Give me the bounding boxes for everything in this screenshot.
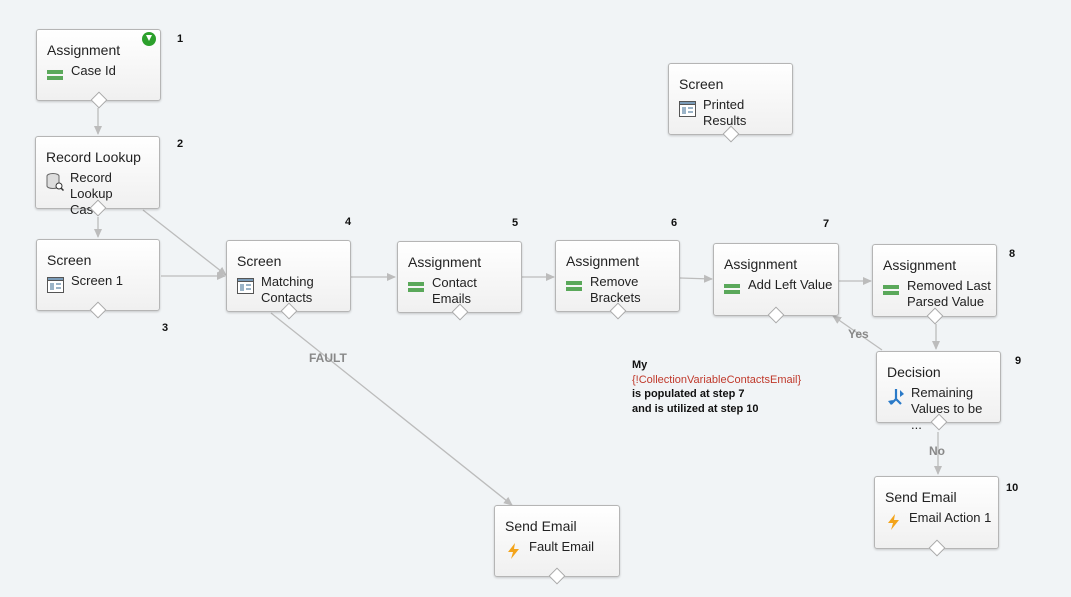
node-type-label: Assignment (724, 256, 798, 272)
step-number-7: 7 (823, 218, 830, 230)
connector-9-yes-to-7 (832, 315, 883, 351)
flow-node-send-email-email-action-1[interactable]: Send Email Email Action 1 (874, 476, 999, 557)
screen-icon (679, 100, 697, 118)
node-label: Removed Last Parsed Value (907, 278, 991, 309)
node-label: Contact Emails (432, 275, 477, 306)
assignment-icon (408, 278, 426, 296)
node-type-label: Screen (679, 76, 724, 92)
node-label: Remaining Values to be ... (911, 385, 983, 432)
annotation-line-1: My (632, 359, 648, 371)
step-number-8: 8 (1009, 248, 1016, 260)
flow-node-decision-remaining-values[interactable]: Decision Remaining Values to be ... (876, 351, 1001, 432)
flow-node-assignment-add-left-value[interactable]: Assignment Add Left Value (713, 243, 839, 324)
node-label: Matching Contacts (261, 274, 314, 305)
flow-node-assignment-remove-brackets[interactable]: Assignment Remove Brackets (555, 240, 680, 320)
annotation-note: My {!CollectionVariableContactsEmail} is… (632, 358, 801, 416)
edge-label-yes: Yes (848, 327, 869, 341)
step-number-10: 10 (1006, 482, 1019, 494)
node-type-label: Screen (47, 252, 92, 268)
assignment-icon (47, 66, 65, 84)
connector-2-to-4 (142, 209, 227, 276)
flow-node-assignment-contact-emails[interactable]: Assignment Contact Emails (397, 241, 522, 321)
flow-node-record-lookup-case[interactable]: Record Lookup Record Lookup Case (35, 136, 160, 217)
edge-label-fault: FAULT (309, 351, 347, 365)
node-label: Fault Email (529, 539, 595, 554)
node-type-label: Record Lookup (46, 149, 141, 165)
node-label: Screen 1 (71, 273, 124, 288)
edge-label-no: No (929, 444, 945, 458)
node-type-label: Screen (237, 253, 282, 269)
step-number-6: 6 (671, 217, 678, 229)
flow-node-assignment-case-id[interactable]: Assignment Case Id (36, 29, 161, 109)
node-type-label: Assignment (408, 254, 482, 270)
flow-node-screen-printed-results[interactable]: Screen Printed Results (668, 63, 793, 143)
node-label: Record Lookup Case (70, 170, 113, 217)
annotation-line-2: is populated at step 7 (632, 388, 745, 400)
start-badge-icon (142, 32, 156, 46)
flow-node-screen-matching-contacts[interactable]: Screen Matching Contacts (226, 240, 351, 320)
screen-icon (237, 277, 255, 295)
flow-node-send-email-fault-email[interactable]: Send Email Fault Email (494, 505, 620, 585)
step-number-3: 3 (162, 322, 169, 334)
connector-6-to-7 (679, 274, 713, 283)
connector-4-fault-to-email (270, 312, 513, 506)
flow-node-assignment-removed-last-parsed-value[interactable]: Assignment Removed Last Parsed Value (872, 244, 997, 325)
node-type-label: Assignment (883, 257, 957, 273)
flow-node-screen-1[interactable]: Screen Screen 1 (36, 239, 160, 319)
assignment-icon (724, 280, 742, 298)
node-label: Printed Results (703, 97, 747, 128)
annotation-line-3: and is utilized at step 10 (632, 402, 759, 415)
step-number-9: 9 (1015, 355, 1022, 367)
node-label: Email Action 1 (909, 510, 992, 525)
screen-icon (47, 276, 65, 294)
node-label: Case Id (71, 63, 116, 78)
lightning-icon (505, 542, 523, 560)
step-number-5: 5 (512, 217, 519, 229)
lightning-icon (885, 513, 903, 531)
annotation-variable: {!CollectionVariableContactsEmail} (632, 373, 802, 386)
decision-icon (887, 388, 905, 406)
node-type-label: Assignment (47, 42, 121, 58)
assignment-icon (566, 277, 584, 295)
node-type-label: Send Email (505, 518, 577, 534)
node-label: Add Left Value (748, 277, 833, 292)
step-number-2: 2 (177, 138, 184, 150)
node-type-label: Send Email (885, 489, 957, 505)
node-type-label: Decision (887, 364, 941, 380)
assignment-icon (883, 281, 901, 299)
record-lookup-icon (46, 173, 65, 192)
node-type-label: Assignment (566, 253, 640, 269)
node-label: Remove Brackets (590, 274, 641, 305)
step-number-4: 4 (345, 216, 352, 228)
step-number-1: 1 (177, 33, 184, 45)
